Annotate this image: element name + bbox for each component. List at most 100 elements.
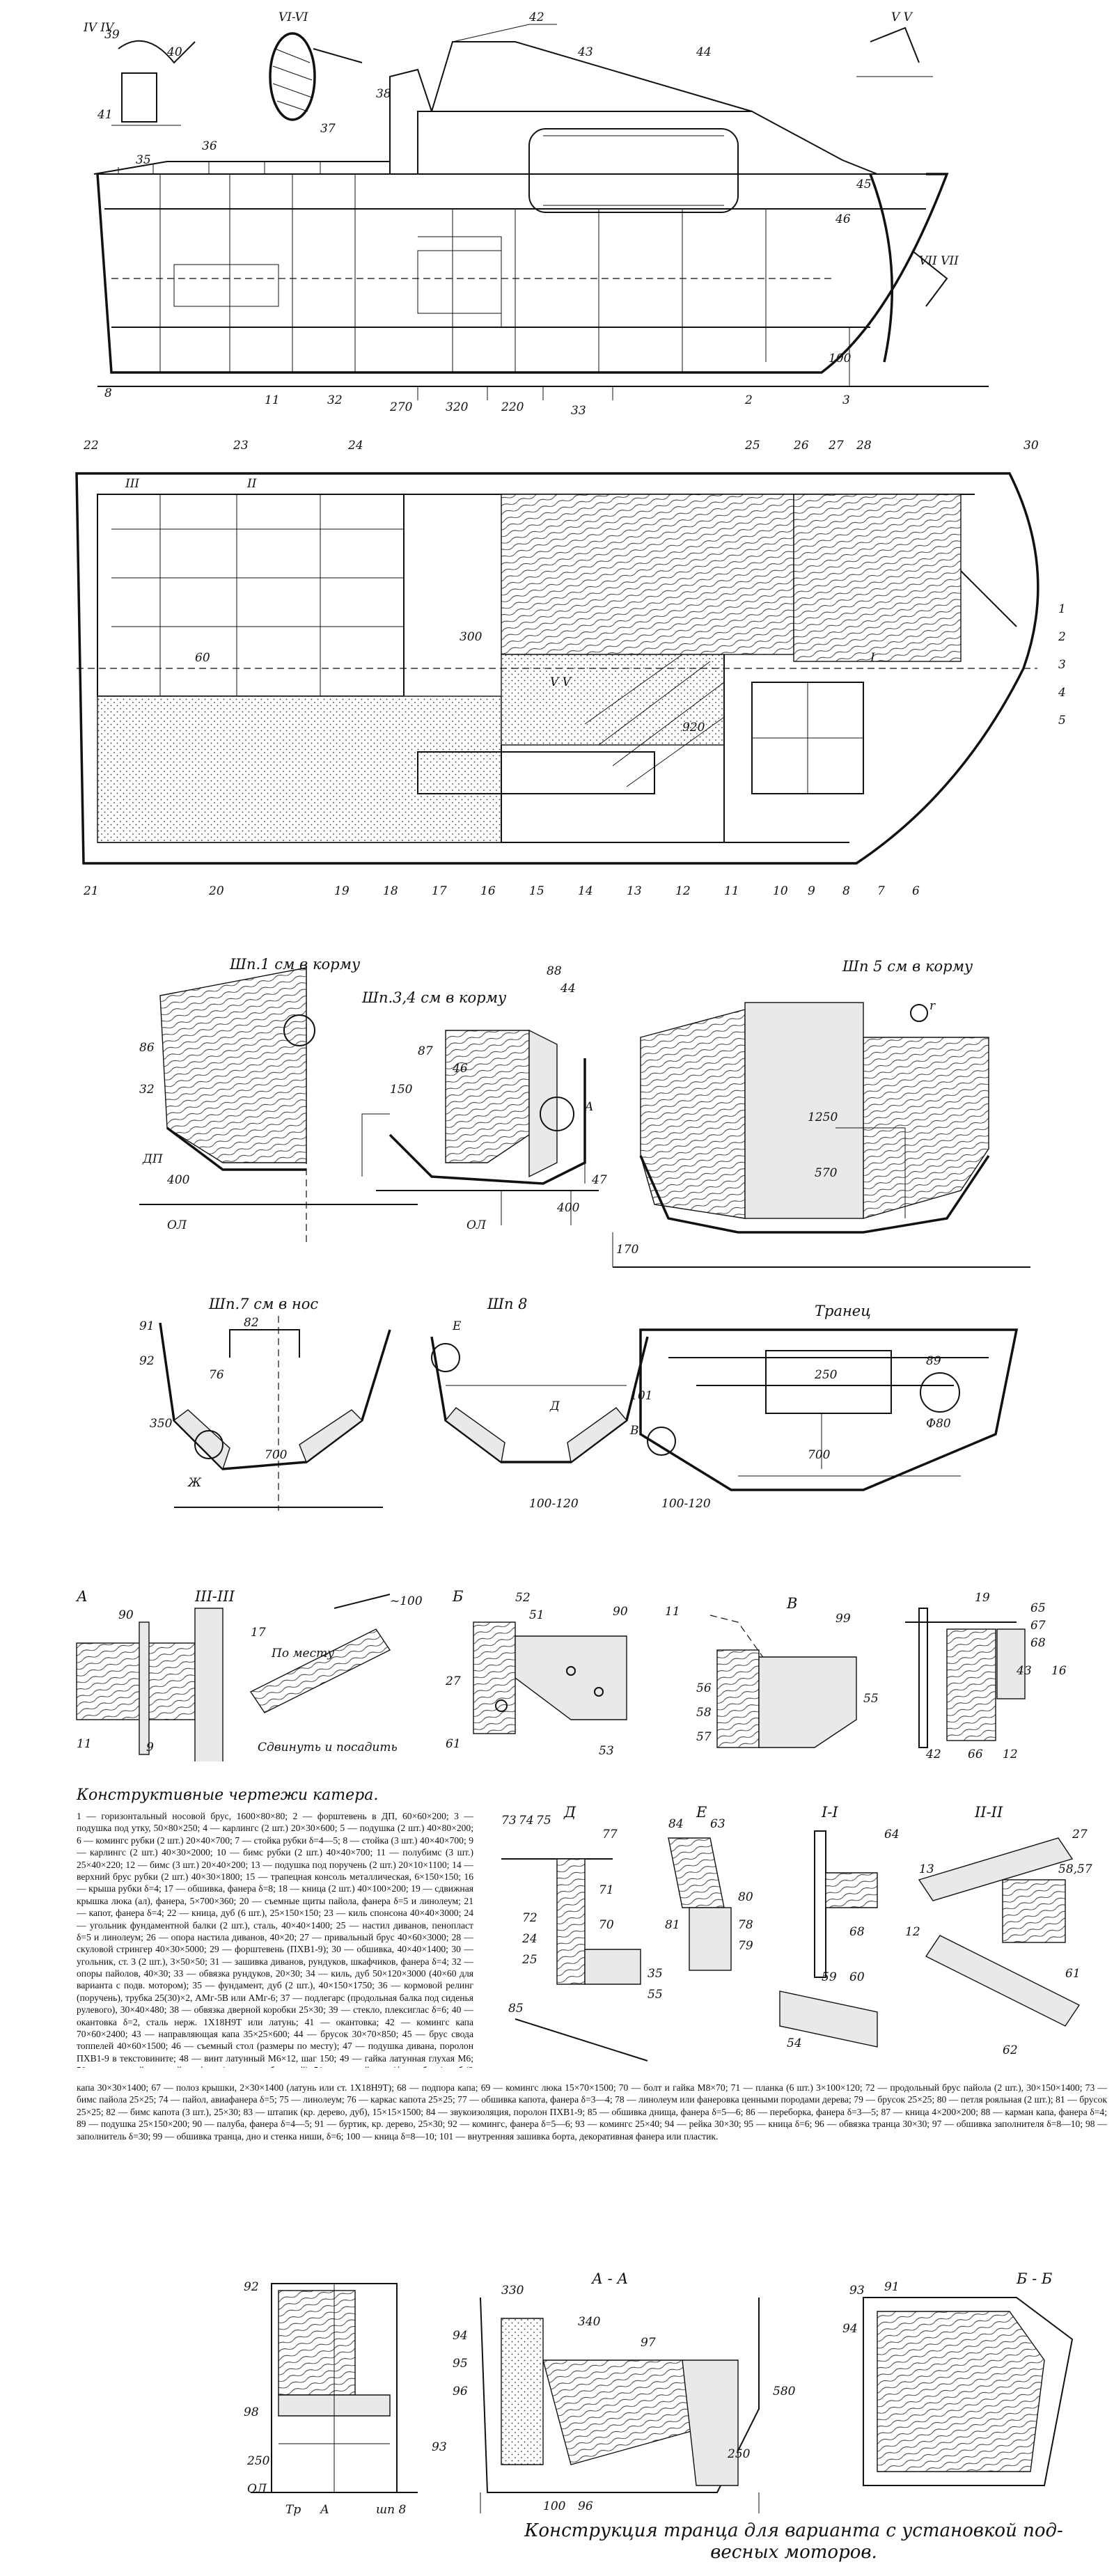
frame-callout: Е [452, 1319, 462, 1333]
plan-dimension: 60 [195, 651, 210, 665]
profile-callout: 42 [528, 10, 544, 24]
detail-callout: 61 [1065, 1967, 1081, 1981]
plan-callout: 4 [1058, 686, 1066, 700]
detail-callout: 13 [919, 1862, 934, 1876]
frame-callout: 47 [591, 1173, 607, 1187]
detail-callout: 52 [515, 1591, 531, 1605]
transom-dimension: 580 [773, 2385, 796, 2398]
plan-callout: 20 [208, 884, 224, 898]
transom-label: Б - Б [1016, 2270, 1052, 2287]
plan-callout: 19 [334, 884, 350, 898]
plan-callout: 27 [828, 439, 844, 453]
plan-callout: 13 [627, 884, 642, 898]
detail-callout: 62 [1003, 2043, 1018, 2057]
detail-callout: 11 [77, 1737, 92, 1751]
plan-section-mark: II [246, 477, 257, 491]
detail-callout: 54 [787, 2036, 802, 2050]
detail-callout: 58 [696, 1706, 712, 1720]
detail-callout: 78 [738, 1918, 753, 1932]
plan-callout: 15 [529, 884, 544, 898]
detail-callout: 90 [118, 1608, 134, 1622]
profile-dimension: 320 [446, 400, 469, 414]
detail-label: Е [696, 1804, 707, 1821]
profile-dimension: 100 [829, 352, 852, 366]
profile-callout: 11 [265, 393, 280, 407]
profile-callout: 3 [842, 393, 850, 407]
bottom-caption-line2: весных моторов. [710, 2542, 877, 2563]
frame-dimension: 100-120 [661, 1497, 711, 1511]
frame-callout: Ж [187, 1476, 202, 1490]
plan-section-mark: I [870, 651, 875, 665]
detail-callout: 99 [836, 1612, 851, 1626]
frame-callout: 82 [244, 1316, 259, 1330]
legend-text-right: капа 30×30×1400; 67 — полоз крышки, 2×30… [77, 2082, 1107, 2142]
detail-note: По месту [271, 1647, 334, 1660]
detail-callout: 42 [925, 1748, 941, 1761]
detail-label: В [786, 1595, 797, 1612]
profile-section-mark: V V [891, 10, 913, 24]
detail-callout: 58,57 [1058, 1862, 1092, 1876]
detail-callout: 55 [863, 1692, 879, 1706]
transom-mark: Тр [285, 2503, 301, 2517]
plan-callout: 17 [432, 884, 447, 898]
transom-callout: 94 [453, 2329, 468, 2343]
profile-section-mark: VII VII [919, 254, 959, 268]
transom-callout: 95 [453, 2357, 468, 2371]
profile-section-mark: VI-VI [278, 10, 308, 24]
detail-callout: 74 [519, 1814, 534, 1828]
detail-callout: 27 [445, 1674, 461, 1688]
frame-dimension: 250 [814, 1368, 838, 1382]
profile-section-mark: IV IV [83, 21, 115, 35]
frame-callout: 88 [547, 964, 562, 978]
detail-callout: 43 [1016, 1664, 1032, 1678]
profile-callout: 8 [104, 386, 112, 400]
plan-callout: 11 [724, 884, 739, 898]
transom-dimension: 330 [501, 2284, 524, 2298]
frame-callout: 44 [560, 982, 576, 996]
detail-callout: 84 [668, 1817, 684, 1831]
transom-dimension: 250 [727, 2447, 751, 2461]
transom-callout: 96 [453, 2385, 468, 2398]
detail-callout: 9 [146, 1741, 154, 1754]
plan-callout: 6 [912, 884, 920, 898]
profile-callout: 39 [104, 28, 120, 42]
transom-callout: 98 [244, 2405, 259, 2419]
transom-callout: 100 [543, 2499, 566, 2513]
profile-callout: 37 [320, 122, 336, 136]
plan-dimension: 920 [682, 721, 705, 735]
detail-callout: 35 [648, 1967, 663, 1981]
plan-callout: 1 [1058, 602, 1066, 616]
detail-label: А [75, 1588, 88, 1605]
profile-drawing: IV IV VI-VI V V VII VII 39 40 41 42 36 3… [83, 10, 989, 418]
detail-callout: 56 [696, 1681, 712, 1695]
frame-dimension: Ф80 [926, 1417, 951, 1431]
detail-callout: 81 [665, 1918, 680, 1932]
details-row2-drawing: Д Е I-I II-II 73 74 75 77 71 72 70 24 25… [501, 1804, 1092, 2061]
profile-callout: 32 [327, 393, 343, 407]
detail-label: I-I [821, 1804, 838, 1821]
transom-mark: А [320, 2503, 329, 2517]
frame-mark: ОЛ [167, 1218, 187, 1232]
frame-dimension: 150 [390, 1083, 413, 1097]
profile-callout: 46 [835, 212, 851, 226]
detail-callout: 51 [529, 1608, 544, 1622]
detail-callout: 71 [599, 1883, 614, 1897]
detail-callout: 19 [975, 1591, 990, 1605]
profile-callout: 43 [577, 45, 593, 59]
profile-dimension: 220 [501, 400, 524, 414]
frame-callout: 46 [452, 1062, 468, 1076]
plan-callout: 30 [1023, 439, 1039, 453]
profile-callout: 35 [136, 153, 151, 167]
frame-callout: 32 [139, 1083, 155, 1097]
detail-callout: 55 [648, 1988, 663, 2002]
detail-callout: 64 [884, 1828, 900, 1841]
frame-dimension: 1250 [808, 1110, 838, 1124]
detail-callout: 61 [446, 1737, 461, 1751]
plan-callout: 16 [480, 884, 496, 898]
detail-callout: 66 [968, 1748, 983, 1761]
plan-callout: 10 [773, 884, 788, 898]
plan-callout: 7 [877, 884, 885, 898]
frame-callout: B [629, 1424, 639, 1438]
plan-callout: 26 [793, 439, 809, 453]
transom-callout: 94 [842, 2322, 858, 2336]
